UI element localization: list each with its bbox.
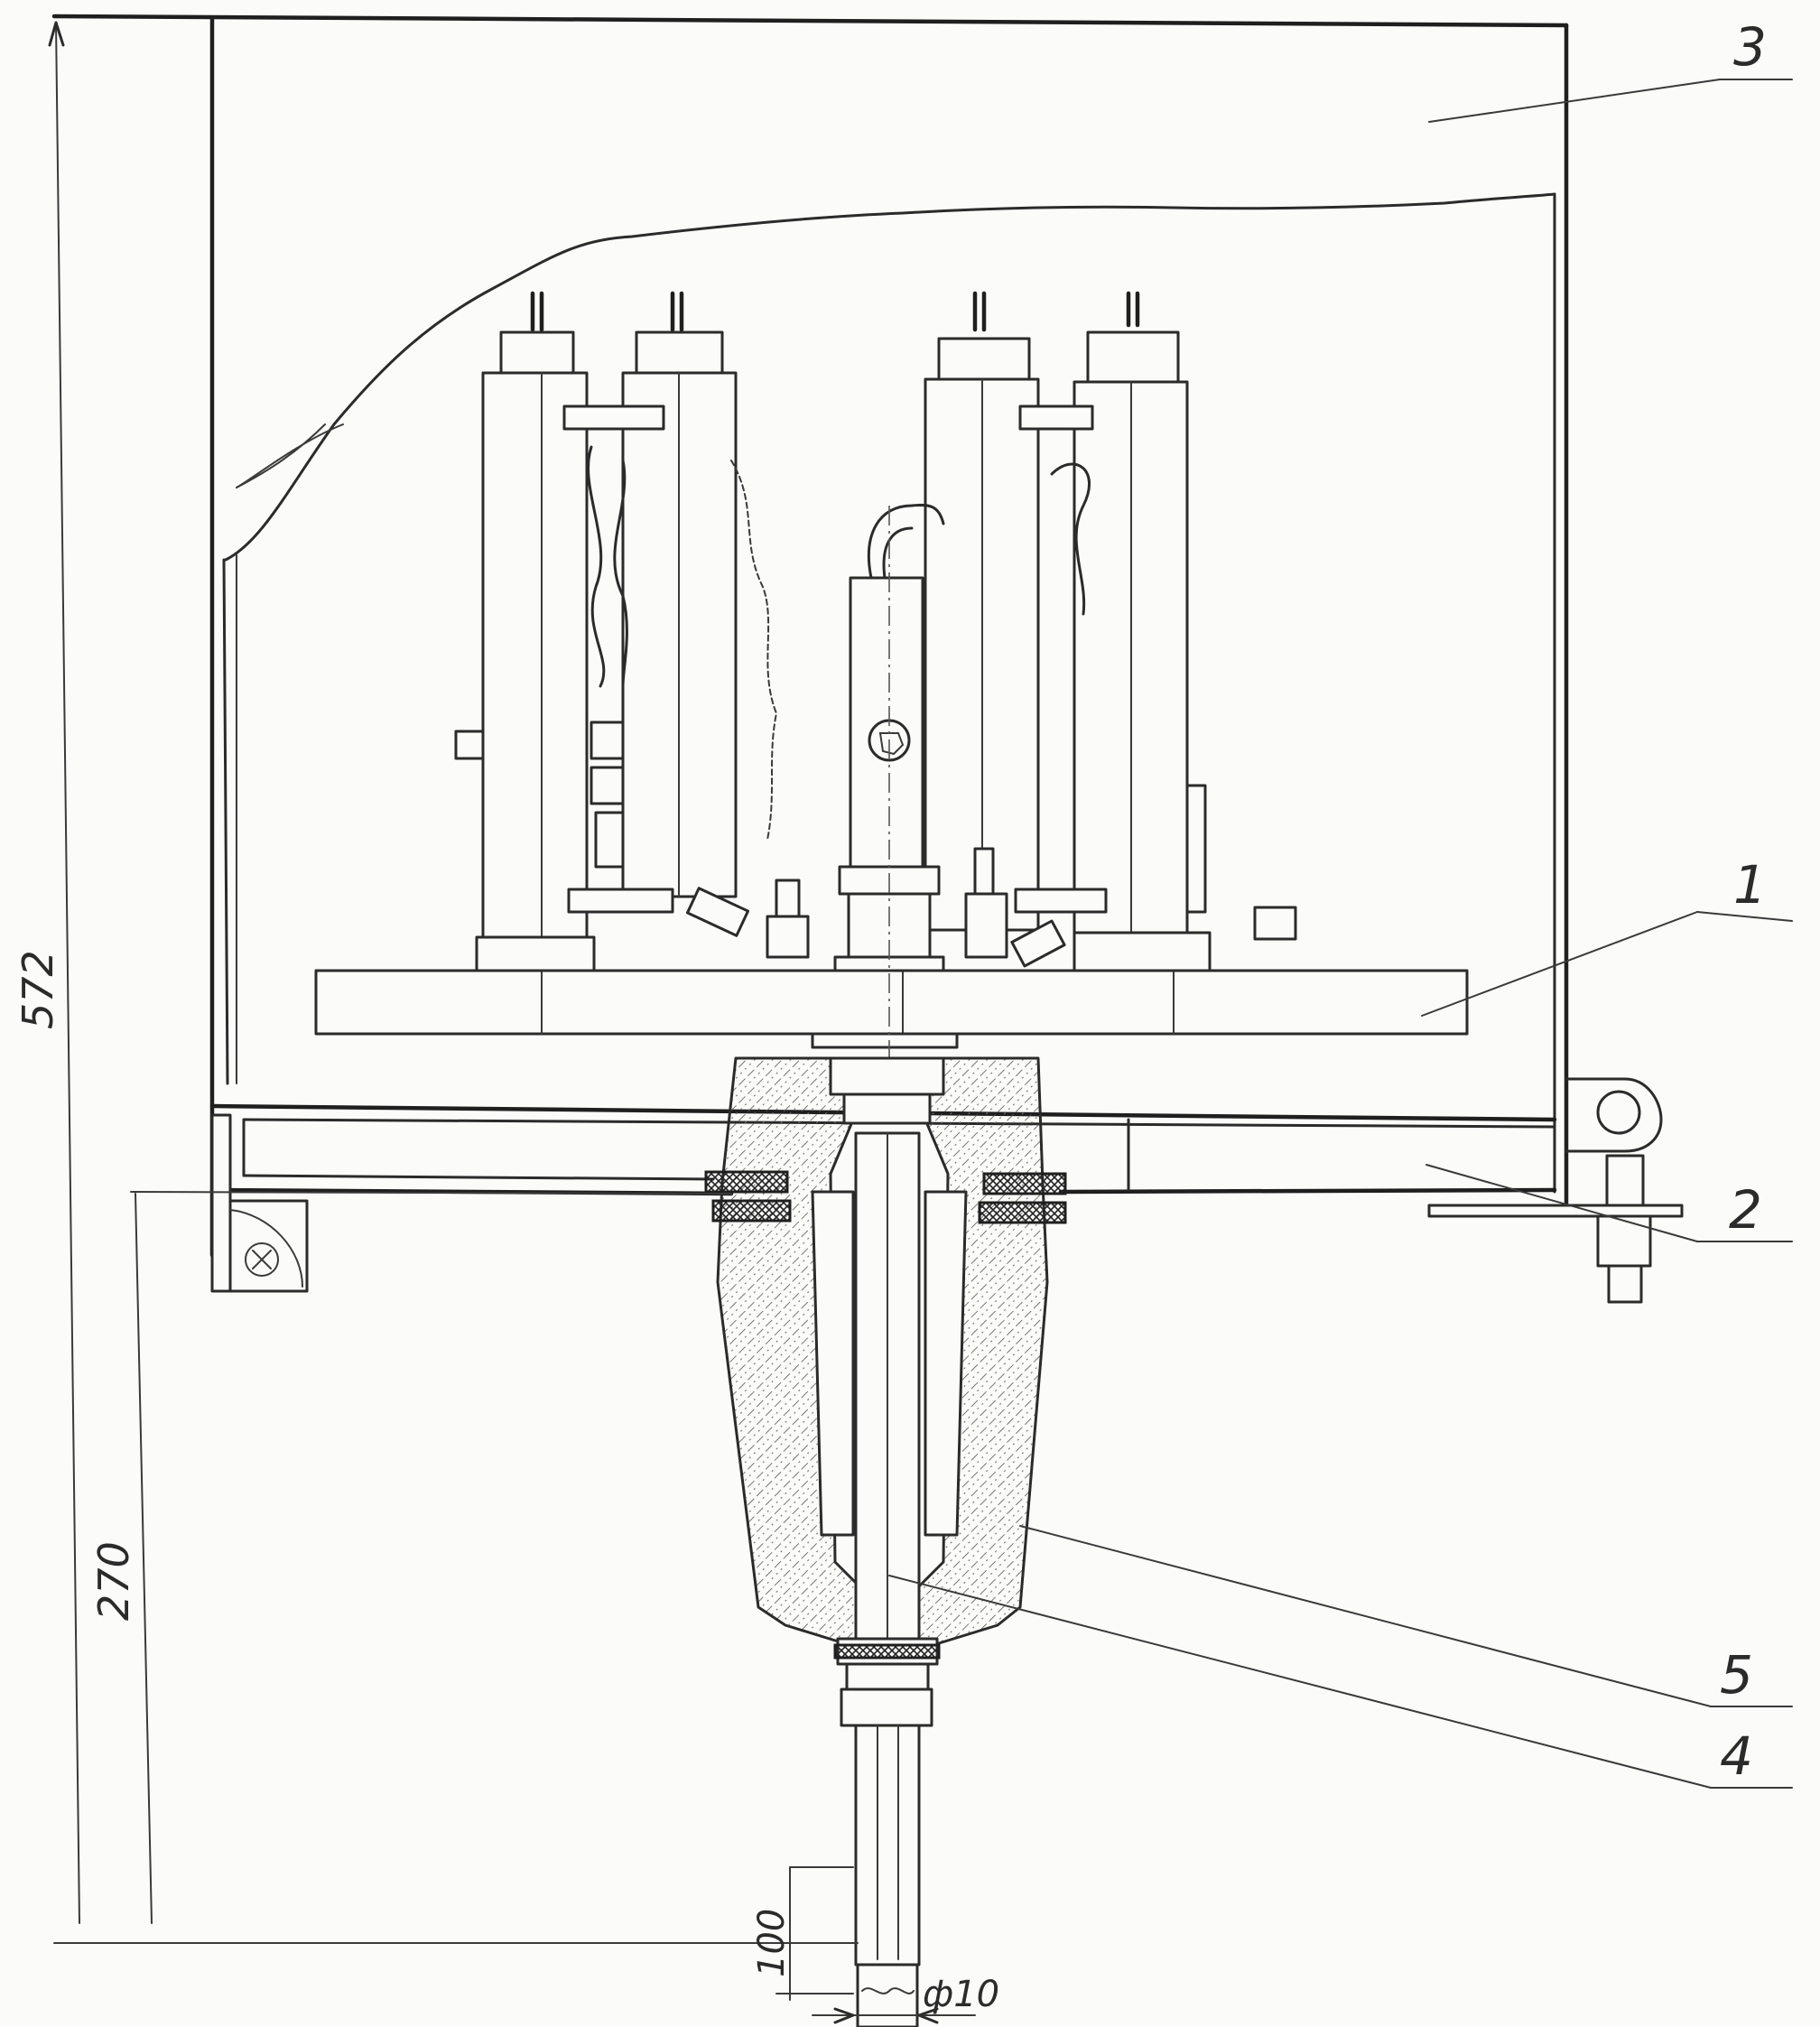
dim-bushing-height: 270 [89, 1541, 138, 1621]
dimension-lines [48, 21, 976, 2024]
coil-4 [1072, 291, 1212, 972]
mounting-frame [209, 1077, 1684, 1304]
callout-2: 2 [1729, 1179, 1762, 1241]
callout-5: 5 [1720, 1644, 1753, 1706]
conductor-rod [833, 1131, 941, 2027]
cutaway-line [224, 192, 1556, 562]
housing [51, 14, 1569, 1258]
leader-lines [888, 79, 1793, 1789]
base-plate [314, 969, 1469, 1049]
coil-3 [924, 291, 1040, 932]
dim-rod-diameter: ф10 [923, 1974, 999, 2015]
callout-4: 4 [1720, 1725, 1753, 1787]
coil-2 [621, 291, 738, 898]
callout-3: 3 [1733, 16, 1767, 78]
coil-1 [454, 291, 596, 972]
dim-rod-end: 100 [751, 1909, 793, 1977]
gaskets [704, 1170, 1067, 1224]
coil-details [562, 404, 1297, 2022]
dim-overall-height: 572 [14, 950, 62, 1029]
callout-1: 1 [1733, 854, 1767, 916]
